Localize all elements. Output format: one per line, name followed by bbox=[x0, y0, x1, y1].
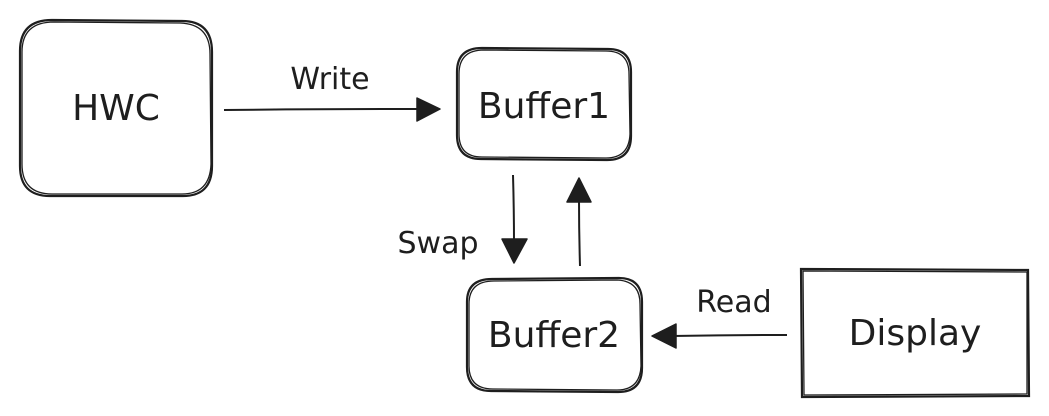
node-display-label: Display bbox=[849, 313, 982, 354]
node-display[interactable]: Display bbox=[799, 267, 1031, 399]
edge-write-arrowhead bbox=[416, 97, 441, 122]
edge-read: Read bbox=[651, 285, 788, 349]
edge-return-line bbox=[578, 199, 581, 267]
edge-read-arrowhead bbox=[651, 323, 677, 349]
edge-return-arrowhead bbox=[566, 177, 592, 203]
edge-write: Write bbox=[223, 62, 441, 122]
node-hwc-label: HWC bbox=[72, 88, 160, 129]
node-buffer2-label: Buffer2 bbox=[488, 315, 620, 356]
edge-return bbox=[566, 177, 592, 267]
edge-write-line bbox=[223, 108, 421, 111]
edge-swap-label: Swap bbox=[397, 226, 478, 261]
edge-read-label: Read bbox=[696, 285, 771, 320]
node-buffer1[interactable]: Buffer1 bbox=[455, 46, 633, 162]
edge-swap-line bbox=[512, 174, 515, 244]
node-buffer2[interactable]: Buffer2 bbox=[465, 276, 644, 394]
edge-swap-arrowhead bbox=[501, 238, 528, 264]
edge-write-label: Write bbox=[290, 62, 369, 97]
node-buffer1-label: Buffer1 bbox=[478, 86, 610, 127]
node-hwc[interactable]: HWC bbox=[18, 18, 214, 198]
edge-read-line bbox=[671, 334, 788, 337]
edge-swap: Swap bbox=[397, 174, 528, 264]
